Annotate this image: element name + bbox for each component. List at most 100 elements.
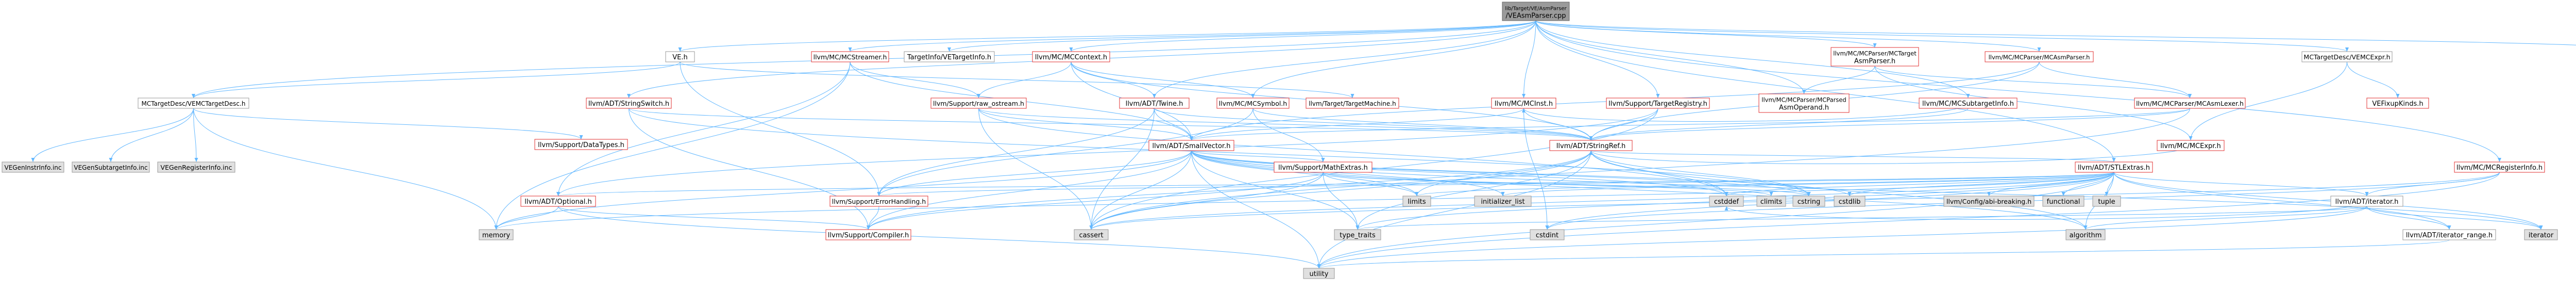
edge-adt_stlextras-to-cstddef (1726, 172, 2114, 197)
node-iterator[interactable]: iterator (2524, 229, 2558, 240)
edge-ve_h-to-target_machine (680, 61, 1353, 99)
node-climits[interactable]: climits (1756, 196, 1786, 207)
node-adt-iterator-range[interactable]: llvm/ADT/iterator_range.h (2402, 229, 2496, 240)
edge-arrowhead (977, 94, 980, 98)
node-adt-stlextras[interactable]: llvm/ADT/STLExtras.h (2075, 161, 2153, 173)
node-mcasmparser[interactable]: llvm/MC/MCParser/MCAsmParser.h (1985, 51, 2094, 62)
edge-adt_stlextras-to-cstdint (1547, 172, 2114, 230)
node-mc-context[interactable]: llvm/MC/MCContext.h (1032, 51, 1110, 62)
node-target-machine[interactable]: llvm/Target/TargetMachine.h (1306, 98, 1399, 109)
node-tuple[interactable]: tuple (2092, 196, 2121, 207)
node-algorithm[interactable]: algorithm (2065, 229, 2106, 240)
node-box (1834, 196, 1866, 207)
node-initializer-list[interactable]: initializer_list (1474, 196, 1532, 207)
edge-adt_iterator-to-iterator (2366, 206, 2541, 230)
edge-adt_stlextras-to-initializer_list (1502, 172, 2114, 197)
node-raw-ostream[interactable]: llvm/Support/raw_ostream.h (930, 98, 1027, 109)
edge-adt_optional-to-utility (558, 206, 1319, 269)
node-support-compiler[interactable]: llvm/Support/Compiler.h (825, 229, 911, 240)
node-box (811, 51, 889, 62)
node-label: llvm/Config/abi-breaking.h (1946, 198, 2031, 205)
node-target-registry[interactable]: llvm/Support/TargetRegistry.h (1606, 98, 1710, 109)
node-box (825, 229, 911, 240)
node-ve-mctargetdesc[interactable]: MCTargetDesc/VEMCTargetDesc.h (138, 98, 249, 109)
edge-arrowhead (579, 135, 583, 139)
edge-mc_symbol-to-support_errorhandling (878, 108, 1253, 197)
edge-ve_h-to-ve_mctargetdesc (193, 61, 681, 99)
node-box (586, 98, 672, 109)
node-ve-h[interactable]: VE.h (665, 51, 695, 62)
node-label: AsmOperand.h (1779, 104, 1829, 112)
node-mc-streamer[interactable]: llvm/MC/MCStreamer.h (811, 51, 889, 62)
edge-target_registry-to-cassert (1091, 108, 1658, 230)
edge-arrowhead (1769, 192, 1773, 196)
node-ve-geninstrinfo[interactable]: VEGenInstrInfo.inc (2, 161, 64, 173)
node-label: llvm/MC/MCParser/MCAsmLexer.h (2136, 100, 2244, 107)
edge-ve_mctargetdesc-to-memory (193, 108, 497, 230)
edge-mc_subtargetinfo-to-adt_stringref (1590, 108, 1969, 141)
node-ve-fixupkinds[interactable]: VEFixupKinds.h (2366, 98, 2429, 109)
node-config-abi[interactable]: llvm/Config/abi-breaking.h (1943, 196, 2035, 207)
edge-adt_iterator-to-adt_iterator_range (2366, 206, 2450, 230)
node-limits[interactable]: limits (1402, 196, 1431, 207)
node-adt-optional[interactable]: llvm/ADT/Optional.h (520, 196, 596, 207)
node-ve-mcexpr[interactable]: MCTargetDesc/VEMCExpr.h (2301, 51, 2393, 62)
edge-arrowhead (192, 94, 195, 98)
node-ve-targetinfo[interactable]: TargetInfo/VETargetInfo.h (904, 51, 995, 62)
node-adt-twine[interactable]: llvm/ADT/Twine.h (1119, 98, 1190, 109)
node-root[interactable]: lib/Target/VE/AsmParser/VEAsmParser.cpp (1502, 2, 1570, 21)
node-adt-stringref[interactable]: llvm/ADT/StringRef.h (1549, 140, 1633, 151)
node-box (2075, 161, 2153, 173)
node-ve-gensubtargetinfo[interactable]: VEGenSubtargetInfo.inc (72, 161, 150, 173)
node-mc-expr[interactable]: llvm/MC/MCExpr.h (2157, 140, 2225, 151)
node-label: VEGenRegisterInfo.inc (161, 164, 232, 171)
edge-root-to-adt_twine (1154, 20, 1536, 99)
edge-arrowhead (109, 158, 113, 162)
node-utility[interactable]: utility (1303, 268, 1335, 279)
node-label: llvm/Support/DataTypes.h (538, 141, 624, 149)
node-mc-inst[interactable]: llvm/MC/MCInst.h (1491, 98, 1556, 109)
node-functional[interactable]: functional (2042, 196, 2084, 207)
edge-arrowhead (2498, 158, 2501, 162)
node-label: VEGenInstrInfo.inc (5, 164, 62, 171)
edge-adt_stringref-to-cassert (1091, 150, 1591, 230)
edge-arrowhead (867, 225, 870, 230)
edge-arrowhead (1987, 192, 1991, 196)
edge-adt_iterator-to-cstddef (1726, 201, 2367, 220)
node-support-mathextras[interactable]: llvm/Support/MathExtras.h (1274, 161, 1372, 173)
node-adt-iterator[interactable]: llvm/ADT/iterator.h (2330, 196, 2403, 207)
node-box (534, 139, 628, 150)
node-cstdlib[interactable]: cstdlib (1834, 196, 1866, 207)
node-box (2134, 98, 2246, 109)
node-support-datatypes[interactable]: llvm/Support/DataTypes.h (534, 139, 628, 150)
node-support-errorhandling[interactable]: llvm/Support/ErrorHandling.h (829, 196, 928, 207)
node-adt-smallvector[interactable]: llvm/ADT/SmallVector.h (1148, 140, 1234, 151)
node-ve-genregisterinfo[interactable]: VEGenRegisterInfo.inc (157, 161, 235, 173)
edge-arrowhead (678, 47, 682, 52)
node-mc-symbol[interactable]: llvm/MC/MCSymbol.h (1216, 98, 1290, 109)
node-mc-registerinfo[interactable]: llvm/MC/MCRegisterInfo.h (2454, 161, 2545, 173)
node-mcasmlexer[interactable]: llvm/MC/MCParser/MCAsmLexer.h (2134, 98, 2246, 109)
edge-target_registry-to-adt_stringref (1590, 108, 1658, 141)
node-box (1402, 196, 1431, 207)
node-mc-subtargetinfo[interactable]: llvm/MC/MCSubtargetInfo.h (1919, 98, 2018, 109)
node-label: llvm/ADT/iterator_range.h (2406, 232, 2493, 239)
node-label: functional (2047, 198, 2080, 206)
node-cstddef[interactable]: cstddef (1709, 196, 1744, 207)
node-cassert[interactable]: cassert (1074, 229, 1109, 240)
edge-adt_stlextras-to-memory (496, 172, 2114, 230)
edge-arrowhead (2396, 94, 2400, 98)
node-label: cstddef (1714, 198, 1739, 206)
node-adt-stringswitch[interactable]: llvm/ADT/StringSwitch.h (586, 98, 672, 109)
edge-adt_stlextras-to-iterator (2113, 172, 2541, 230)
node-cstring[interactable]: cstring (1792, 196, 1825, 207)
node-cstdint[interactable]: cstdint (1530, 229, 1565, 240)
node-label: VEFixupKinds.h (2372, 100, 2423, 108)
edge-arrowhead (947, 47, 951, 52)
node-label: llvm/Support/MathExtras.h (1278, 164, 1368, 172)
node-memory[interactable]: memory (479, 229, 514, 240)
edge-adt_smallvector-to-limits (1191, 150, 1417, 197)
node-type-traits[interactable]: type_traits (1334, 229, 1381, 240)
